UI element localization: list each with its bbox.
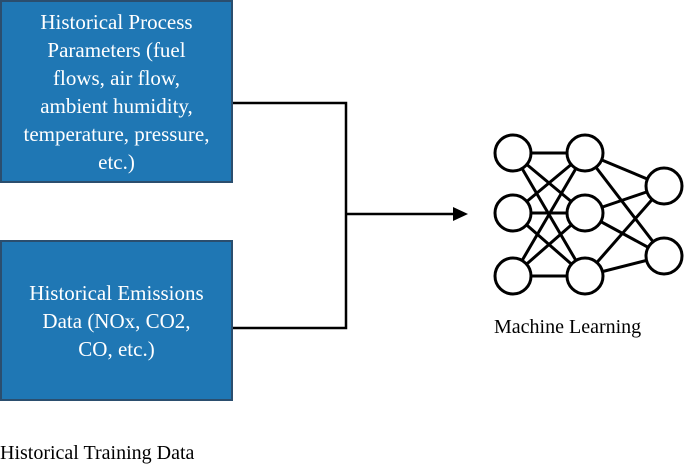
box-text-line: Data (NOx, CO2, (42, 308, 191, 333)
process-parameters-box: Historical Process Parameters (fuel flow… (0, 0, 233, 183)
box-text-line: Parameters (fuel (47, 37, 186, 62)
box-text-line: flows, air flow, (53, 65, 180, 90)
network-node (644, 166, 684, 206)
network-node (565, 133, 605, 173)
network-node (493, 193, 533, 233)
arrowhead-icon (453, 207, 468, 221)
box-text-line: CO, etc.) (78, 336, 155, 361)
network-connection (511, 152, 587, 277)
machine-learning-caption: Machine Learning (494, 316, 642, 338)
neural-network-icon (493, 133, 684, 296)
box-text-line: ambient humidity, (40, 93, 193, 118)
network-node (565, 193, 605, 233)
network-connection (583, 152, 666, 257)
network-node (493, 133, 533, 173)
network-node (644, 236, 684, 276)
network-node (493, 256, 533, 296)
box-text-line: etc.) (98, 149, 135, 174)
network-connection (583, 185, 666, 277)
training-data-caption: Historical Training Data (0, 442, 195, 464)
network-node (565, 256, 605, 296)
emissions-data-box: Historical Emissions Data (NOx, CO2, CO,… (0, 240, 233, 401)
box-text-line: temperature, pressure, (23, 121, 210, 146)
box-text-line: Historical Process (40, 9, 193, 34)
params-connector-line (233, 101, 348, 330)
box-text-line: Historical Emissions (29, 280, 204, 305)
